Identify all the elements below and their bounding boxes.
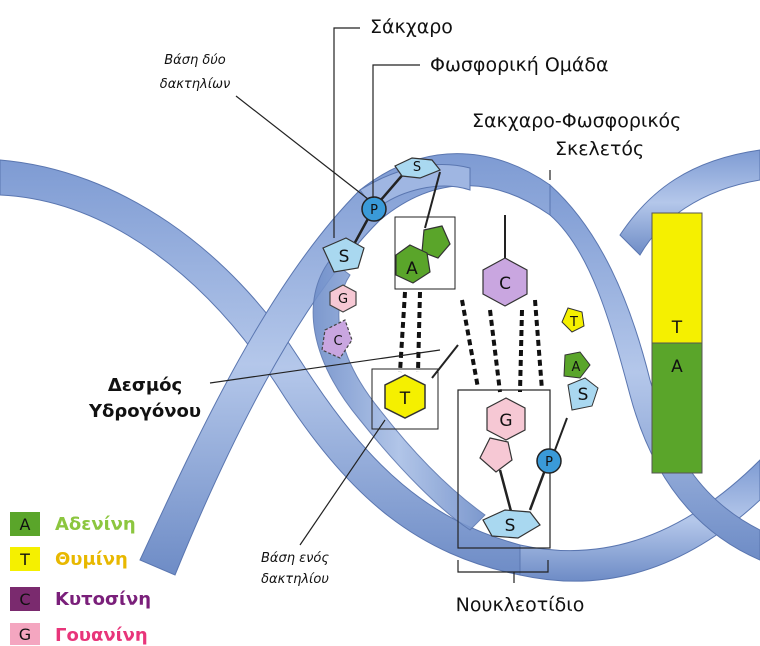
label-backbone-line1: Σακχαρο-Φωσφορικός [472,110,681,132]
right-sugar-letter: S [578,385,589,405]
legend-letter-adenine: A [20,515,31,534]
legend-name-cytosine: Κυτοσίνη [55,589,151,610]
cytosine-letter: C [499,274,511,294]
legend-item-guanine: G Γουανίνη [10,623,148,646]
label-sugar: Σάκχαρο [370,16,453,38]
thymine-letter: T [399,389,411,409]
label-two-ring-line2: δακτηλίων [160,77,231,92]
right-t-letter: T [569,315,578,330]
left-g-letter: G [338,292,348,307]
cytosine-base: C [483,215,527,306]
bottom-sugar-letter: S [505,516,516,536]
label-two-ring-line1: Βάση δύο [164,53,226,68]
left-c-letter: C [333,334,342,349]
legend: A Αδενίνη T Θυμίνη C Κυτοσίνη G Γουανίνη [10,512,151,646]
label-nucleotide: Νουκλεοτίδιο [456,594,585,616]
legend-letter-guanine: G [19,625,31,644]
label-phosphate-group: Φωσφορική Ομάδα [430,54,609,76]
right-pair-t-letter: T [671,318,683,338]
ta-pair-right: T A [652,213,702,473]
right-inner-bases: T A S [555,308,598,450]
adenine-letter: A [406,259,418,279]
hydrogen-bonds-at [400,292,420,372]
label-hydrogen-bond-line2: Υδρογόνου [88,401,201,422]
label-one-ring-line2: δακτηλίου [261,572,329,587]
top-sugar-letter: S [413,160,421,175]
label-hydrogen-bond-line1: Δεσμός [108,375,182,396]
top-phosphate-letter: P [370,203,378,218]
label-backbone-line2: Σκελετός [555,138,644,160]
legend-name-guanine: Γουανίνη [55,625,148,646]
legend-name-adenine: Αδενίνη [55,514,136,535]
legend-item-adenine: A Αδενίνη [10,512,136,536]
legend-item-cytosine: C Κυτοσίνη [10,587,151,611]
legend-item-thymine: T Θυμίνη [10,547,128,571]
left-sugar-letter: S [339,247,350,267]
guanine-letter: G [499,411,512,431]
bottom-phosphate-letter: P [545,455,553,470]
hydrogen-bonds-cg [462,300,542,392]
right-pair-a-letter: A [671,357,683,377]
legend-letter-cytosine: C [19,590,30,609]
legend-name-thymine: Θυμίνη [55,549,128,570]
legend-letter-thymine: T [19,550,30,569]
right-a-letter: A [572,360,581,375]
label-one-ring-line1: Βάση ενός [261,551,329,566]
